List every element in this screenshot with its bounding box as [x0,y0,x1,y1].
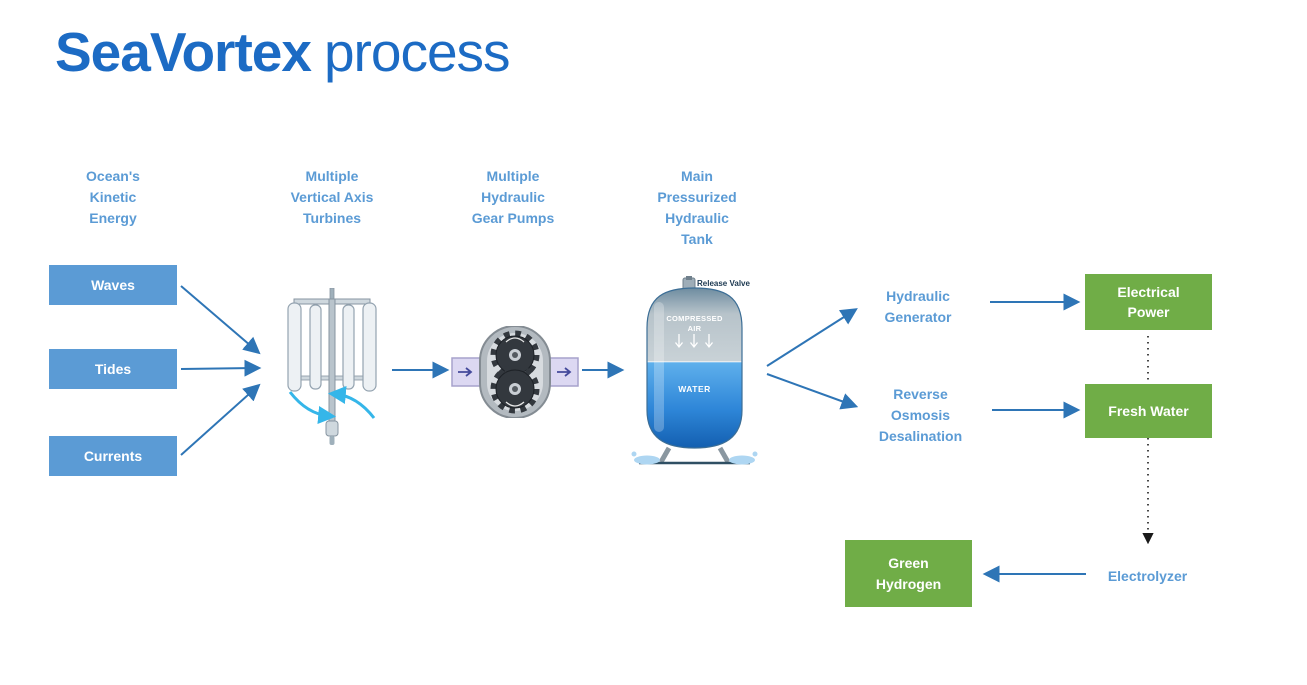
compressed-air-label: COMPRESSED AIR [666,314,723,334]
stage-header-pressurized-hydraulic-tank: Main Pressurized Hydraulic Tank [657,168,737,247]
arrow-tides-to-turbine [180,359,262,377]
water-label: WATER [678,384,711,394]
release-valve-cap [686,276,692,280]
arrow-currents-to-turbine [180,383,261,456]
turbine-bottom-weight [325,420,339,437]
stage-header-hydraulic-gear-pumps: Multiple Hydraulic Gear Pumps [471,168,555,226]
vertical-axis-turbine-illustration [277,288,387,446]
gear-rotation-arc-bottom [505,401,525,407]
turbine-shaft [328,298,336,424]
arrow-waves-to-turbine [180,285,261,355]
bottom-gear-icon [494,368,536,410]
tank-body [647,288,742,448]
air-pressure-arrows [674,334,714,349]
flow-direction-arrows [458,367,572,377]
fresh-water-box: Fresh Water [1085,384,1212,438]
stage-header-ocean-kinetic-energy: Ocean's Kinetic Energy [86,168,140,226]
gear-rotation-arc-top [505,337,525,343]
tank-icon [631,276,758,465]
green-hydrogen-box: Green Hydrogen [845,540,972,607]
pressurized-tank-illustration: Release Valve COMPRESSED AIR WATER [627,276,762,468]
release-valve-label: Release Valve [697,279,750,288]
title-brand: SeaVortex [55,21,312,83]
reverse-osmosis-label: Reverse Osmosis Desalination [878,386,963,444]
tank-leg-left [658,446,672,464]
title-suffix: process [323,21,511,83]
tank-outline [646,287,743,449]
electrical-power-box: Electrical Power [1085,274,1212,330]
hydraulic-generator-label: Hydraulic Generator [884,288,952,325]
hydraulic-gear-pump-illustration [450,326,580,418]
water-splashes [631,451,758,465]
arrow-tank-to-generator [766,308,858,367]
turbine-bottom-tip [329,436,335,445]
source-box-waves: Waves [49,265,177,305]
gear-pump-icon [451,326,579,418]
tank-leg-right [717,446,731,464]
turbine-icon [287,288,377,445]
source-box-tides: Tides [49,349,177,389]
rotation-arrows-icon [288,386,376,424]
stage-header-vertical-axis-turbines: Multiple Vertical Axis Turbines [290,168,374,226]
turbine-top-stub [329,288,335,301]
source-box-currents: Currents [49,436,177,476]
electrolyzer-label: Electrolyzer [1107,568,1188,584]
arrow-tank-to-osmosis [766,373,859,410]
turbine-blades [287,302,377,392]
